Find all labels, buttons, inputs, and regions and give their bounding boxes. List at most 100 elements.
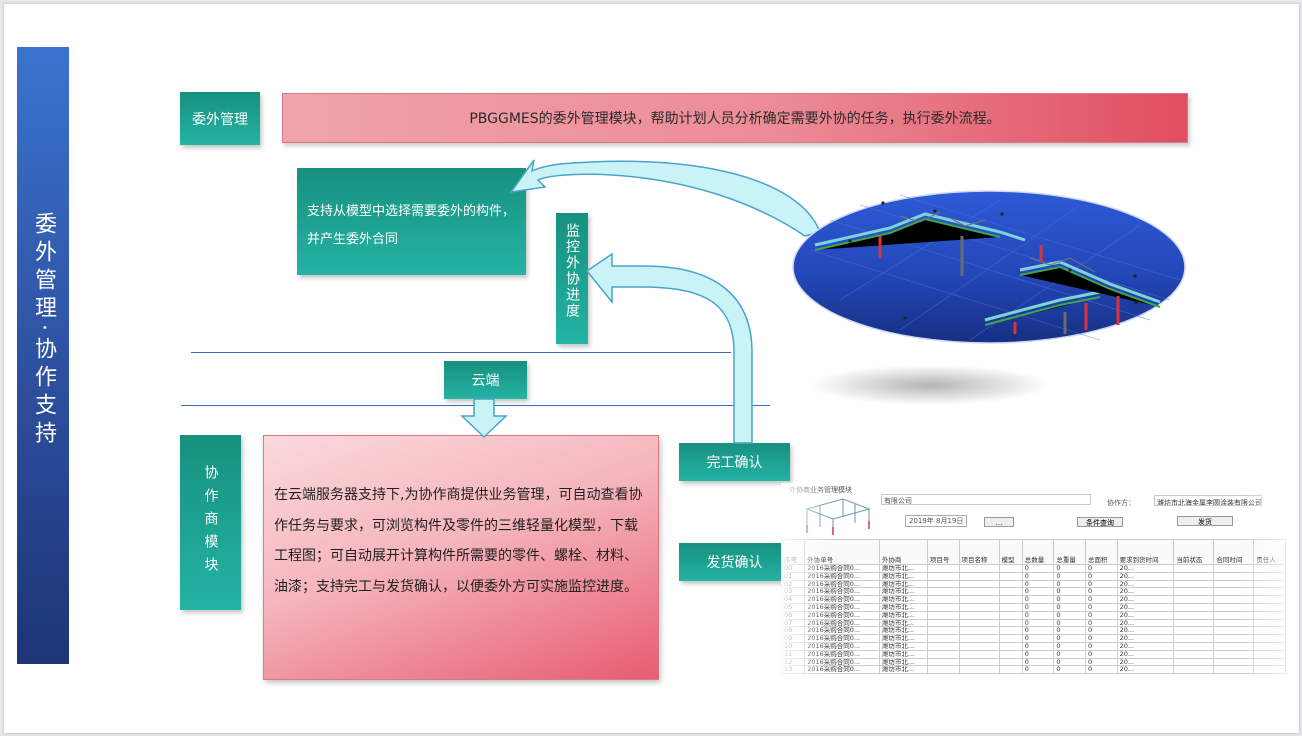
table-cell: 0 — [1053, 657, 1086, 667]
table-cell — [1173, 641, 1215, 651]
table-cell — [958, 618, 1000, 628]
table-cell — [1253, 595, 1286, 604]
partner-field[interactable] — [1154, 495, 1262, 506]
down-arrow-icon — [460, 398, 508, 439]
table-cell: 0 — [1021, 641, 1055, 651]
coop-module-label: 协作商模块 — [202, 465, 219, 580]
table-cell — [1213, 657, 1255, 667]
column-header[interactable]: 总数量 — [1021, 539, 1055, 565]
curved-arrow-icon — [585, 252, 753, 444]
window-title: 外协商业务管理模块 — [789, 486, 852, 494]
table-cell — [1173, 587, 1215, 597]
table-cell: 潍坊市北... — [878, 641, 928, 651]
table-cell: 0 — [1084, 587, 1118, 597]
table-cell: 20... — [1116, 571, 1175, 581]
table-cell: 2016采购合同0... — [804, 649, 880, 659]
column-header[interactable]: 责任人 — [1253, 539, 1286, 565]
table-cell: 0 — [1021, 657, 1055, 667]
table-cell — [998, 649, 1023, 659]
table-cell — [1173, 626, 1215, 636]
table-cell — [958, 657, 1000, 667]
table-cell: 潍坊市北... — [878, 595, 928, 604]
table-cell: 2016采购合同0... — [804, 610, 880, 620]
table-cell: 20... — [1116, 602, 1175, 612]
column-header[interactable]: 外协商 — [878, 539, 928, 565]
table-cell: 0 — [1053, 649, 1086, 659]
table-cell: 0 — [1084, 641, 1118, 651]
column-header[interactable]: 序号 — [781, 539, 806, 565]
table-cell — [1213, 626, 1255, 636]
table-cell — [1253, 610, 1286, 620]
table-cell: 0 — [1084, 595, 1118, 604]
column-header[interactable]: 项目名称 — [958, 539, 1000, 565]
table-cell: 0 — [1084, 649, 1118, 659]
company-field[interactable] — [881, 494, 1091, 505]
table-cell: 01 — [781, 571, 806, 581]
column-header[interactable]: 要求到货时间 — [1116, 539, 1175, 565]
column-header[interactable]: 总重量 — [1053, 539, 1086, 565]
table-cell: 10 — [781, 641, 806, 651]
table-cell — [958, 579, 1000, 589]
table-cell — [958, 595, 1000, 604]
column-header[interactable]: 项目号 — [926, 539, 960, 565]
table-cell — [1253, 634, 1286, 643]
table-cell — [926, 657, 960, 667]
column-header[interactable]: 外协单号 — [804, 539, 880, 565]
table-cell: 0 — [1053, 610, 1086, 620]
table-cell: 0 — [1021, 626, 1055, 636]
column-header[interactable]: 当前状态 — [1173, 539, 1215, 565]
table-cell — [958, 564, 1000, 573]
column-header[interactable]: 总面积 — [1084, 539, 1118, 565]
table-cell — [958, 634, 1000, 643]
table-cell — [1173, 571, 1215, 581]
partner-label: 协作方： — [1107, 499, 1135, 507]
date-picker[interactable]: 2019年 8月19日 — [905, 515, 968, 527]
table-cell — [958, 641, 1000, 651]
table-cell: 04 — [781, 595, 806, 604]
column-header[interactable]: 合同时间 — [1213, 539, 1255, 565]
ellipsis-button[interactable]: ... — [984, 517, 1014, 527]
table-cell: 20... — [1116, 618, 1175, 628]
table-cell — [1213, 595, 1255, 604]
table-cell: 0 — [1021, 618, 1055, 628]
table-cell — [1213, 579, 1255, 589]
table-cell — [926, 641, 960, 651]
table-cell: 0 — [1053, 595, 1086, 604]
table-cell: 0 — [1084, 634, 1118, 643]
table-cell — [998, 564, 1023, 573]
table-cell: 08 — [781, 626, 806, 636]
ship-button[interactable]: 发货 — [1177, 516, 1233, 526]
table-cell: 07 — [781, 618, 806, 628]
table-cell: 2016采购合同0... — [804, 595, 880, 604]
table-cell: 0 — [1053, 579, 1086, 589]
table-cell — [998, 602, 1023, 612]
query-button[interactable]: 条件查询 — [1077, 517, 1123, 527]
table-cell — [926, 579, 960, 589]
table-cell: 0 — [1053, 641, 1086, 651]
table-cell: 0 — [1053, 665, 1086, 675]
column-header[interactable]: 模型 — [998, 539, 1023, 565]
table-cell — [926, 602, 960, 612]
table-cell — [1213, 610, 1255, 620]
table-cell: 09 — [781, 634, 806, 643]
table-cell: 02 — [781, 579, 806, 589]
table-cell: 0 — [1021, 602, 1055, 612]
table-cell — [926, 626, 960, 636]
table-cell — [926, 618, 960, 628]
table-cell: 12 — [781, 657, 806, 667]
outsourcing-label: 委外管理 — [180, 92, 260, 145]
